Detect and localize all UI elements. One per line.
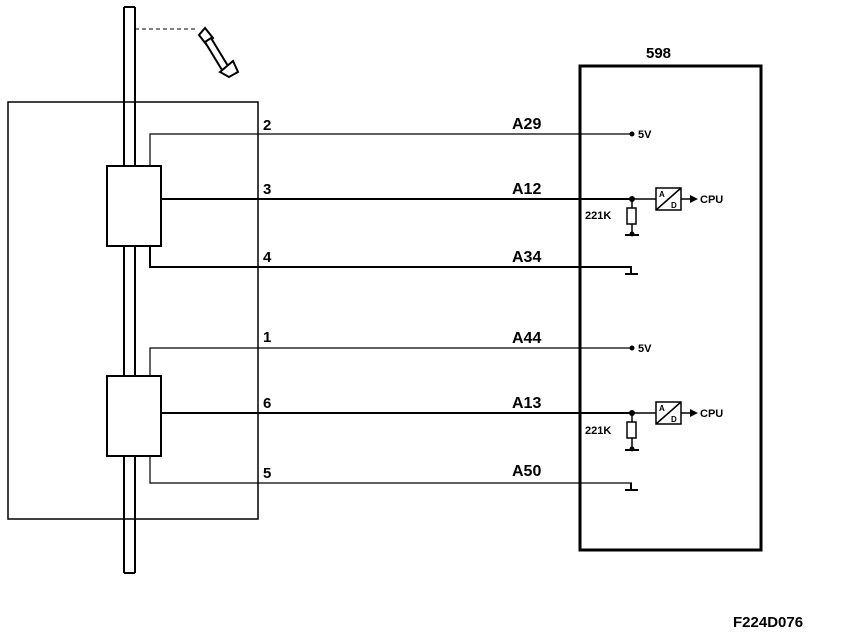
resistor-label: 221K bbox=[585, 425, 611, 437]
wire-label: A34 bbox=[512, 249, 541, 266]
supply-label: 5V bbox=[638, 343, 652, 355]
ground-icon bbox=[625, 483, 638, 491]
adc-letter: D bbox=[671, 415, 677, 424]
supply-node bbox=[629, 131, 635, 137]
wire-a34 bbox=[149, 246, 632, 268]
arrow-icon bbox=[690, 195, 698, 203]
wire-label: A50 bbox=[512, 463, 541, 480]
wire-a44 bbox=[149, 347, 632, 376]
cpu-label: CPU bbox=[700, 408, 723, 420]
wire-label: A12 bbox=[512, 181, 541, 198]
cpu-label: CPU bbox=[700, 194, 723, 206]
arrow-icon bbox=[690, 409, 698, 417]
pin-label: 2 bbox=[263, 117, 271, 134]
wire-label: A29 bbox=[512, 116, 541, 133]
adc-letter: A bbox=[659, 190, 665, 199]
resistor-icon bbox=[626, 207, 637, 225]
figure-code: F224D076 bbox=[733, 614, 803, 631]
pin-label: 1 bbox=[263, 329, 271, 346]
wire-label: A44 bbox=[512, 330, 541, 347]
wire-a29 bbox=[149, 133, 632, 166]
wire-a50 bbox=[149, 456, 632, 484]
potentiometer-upper bbox=[106, 165, 162, 247]
adc-letter: D bbox=[671, 201, 677, 210]
accelerator-pedal-icon bbox=[197, 26, 240, 79]
pin-label: 4 bbox=[263, 249, 272, 266]
adc-letter: A bbox=[659, 404, 665, 413]
potentiometer-lower bbox=[106, 375, 162, 457]
sensor-housing bbox=[7, 101, 259, 520]
pin-label: 3 bbox=[263, 181, 271, 198]
resistor-icon bbox=[626, 421, 637, 439]
resistor-label: 221K bbox=[585, 210, 611, 222]
wire-label: A13 bbox=[512, 395, 541, 412]
ecu-box bbox=[578, 64, 763, 552]
pin-label: 5 bbox=[263, 465, 271, 482]
supply-label: 5V bbox=[638, 129, 652, 141]
ecu-number: 598 bbox=[646, 45, 671, 62]
supply-node bbox=[629, 345, 635, 351]
ground-icon bbox=[625, 267, 638, 275]
adc-icon bbox=[655, 187, 682, 211]
pin-label: 6 bbox=[263, 395, 271, 412]
